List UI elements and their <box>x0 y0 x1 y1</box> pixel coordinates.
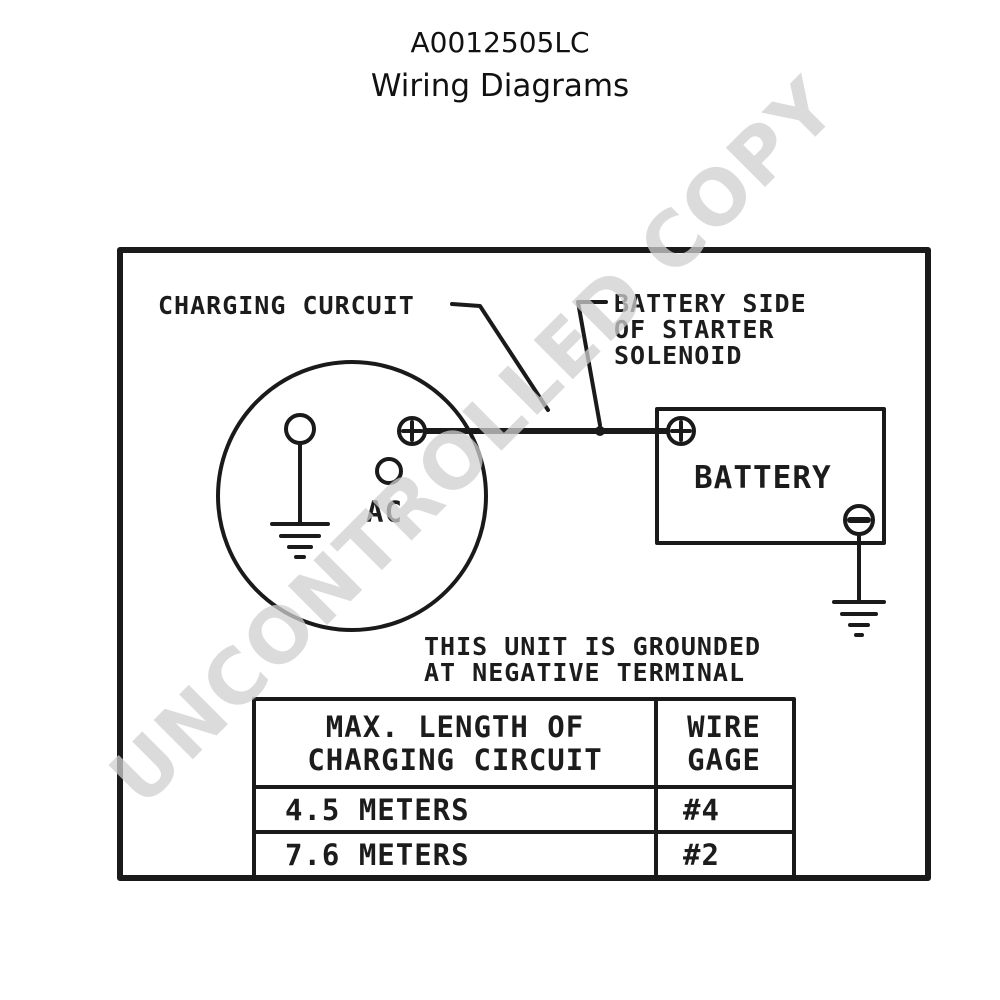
alternator-circle <box>216 360 488 632</box>
ground-terminal <box>284 413 316 445</box>
battery-positive-terminal <box>666 416 696 446</box>
document-code: A0012505LC <box>410 26 590 59</box>
uncontrolled-copy-watermark: UNCONTROLLED COPY <box>93 61 854 822</box>
starter-leader <box>576 300 608 427</box>
battery-box <box>655 407 886 545</box>
starter-label-line-3: SOLENOID <box>614 341 742 370</box>
solenoid-junction <box>595 426 605 436</box>
alternator-ground-icon <box>270 522 330 559</box>
wire-gauge-table: MAX. LENGTH OF CHARGING CIRCUIT WIRE GAG… <box>252 697 796 880</box>
ground-note-line-2: AT NEGATIVE TERMINAL <box>424 658 745 687</box>
table-cell-gage-2: #2 <box>683 838 720 872</box>
starter-label-line-2: OF STARTER <box>614 315 775 344</box>
table-header-length-line-1: MAX. LENGTH OF <box>326 710 584 744</box>
document-title: Wiring Diagrams <box>370 68 630 104</box>
starter-label-line-1: BATTERY SIDE <box>614 289 807 318</box>
table-header-gage-line-1: WIRE <box>687 710 761 744</box>
table-cell-length-1: 4.5 METERS <box>285 793 470 827</box>
ac-terminal-label: AC <box>366 495 403 529</box>
battery-ground-icon <box>832 600 886 637</box>
charging-circuit-leader <box>450 302 550 412</box>
table-cell-gage-1: #4 <box>683 793 720 827</box>
table-header-gage-line-2: GAGE <box>687 743 761 777</box>
ground-note-line-1: THIS UNIT IS GROUNDED <box>424 632 761 661</box>
table-header-length-line-2: CHARGING CIRCUIT <box>307 743 602 777</box>
ac-terminal <box>375 457 403 485</box>
charging-circuit-label: CHARGING CURCUIT <box>158 291 415 320</box>
table-cell-length-2: 7.6 METERS <box>285 838 470 872</box>
battery-label: BATTERY <box>694 460 832 496</box>
